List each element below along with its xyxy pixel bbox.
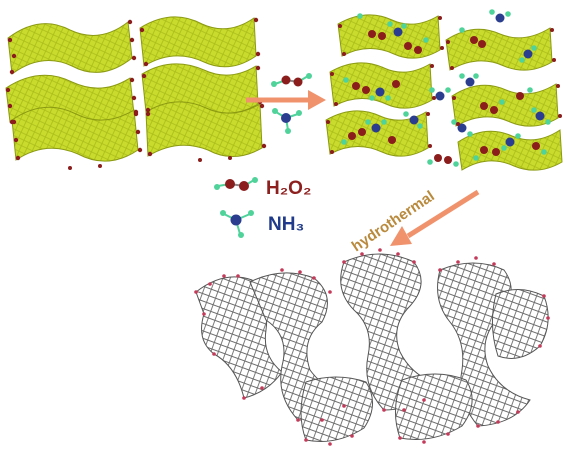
legend-nh3-icon	[220, 210, 254, 238]
intercalated-molecules	[341, 9, 551, 167]
go-sheet-mixture	[325, 14, 563, 171]
graphene-sheet	[492, 289, 549, 359]
oxygen-groups-left	[5, 17, 267, 170]
go-sheet-stack-right	[139, 16, 263, 157]
legend-h2o2-label: H₂O₂	[266, 178, 311, 199]
oxygen-groups-right	[326, 16, 562, 154]
graphene-sheet	[395, 373, 473, 440]
nh3-molecule-icon	[272, 108, 302, 134]
go-sheet	[457, 129, 563, 171]
go-sheet	[7, 21, 133, 75]
go-sheet	[139, 16, 257, 68]
go-sheet	[451, 83, 559, 127]
go-sheet	[325, 110, 429, 157]
graphene-sheet	[300, 376, 373, 442]
graphene-network	[195, 253, 549, 442]
graphene-edge-atoms	[194, 248, 550, 446]
legend-h2o2-icon	[214, 177, 258, 191]
legend-nh3-label: NH₃	[268, 214, 304, 235]
go-sheet	[145, 101, 263, 157]
go-sheet-stack-left	[5, 21, 139, 162]
mixing-arrow	[246, 90, 326, 110]
go-sheet	[337, 14, 441, 59]
h2o2-molecule-icon	[271, 73, 312, 87]
hydrothermal-arrow	[390, 189, 480, 246]
go-sheet	[329, 62, 433, 109]
